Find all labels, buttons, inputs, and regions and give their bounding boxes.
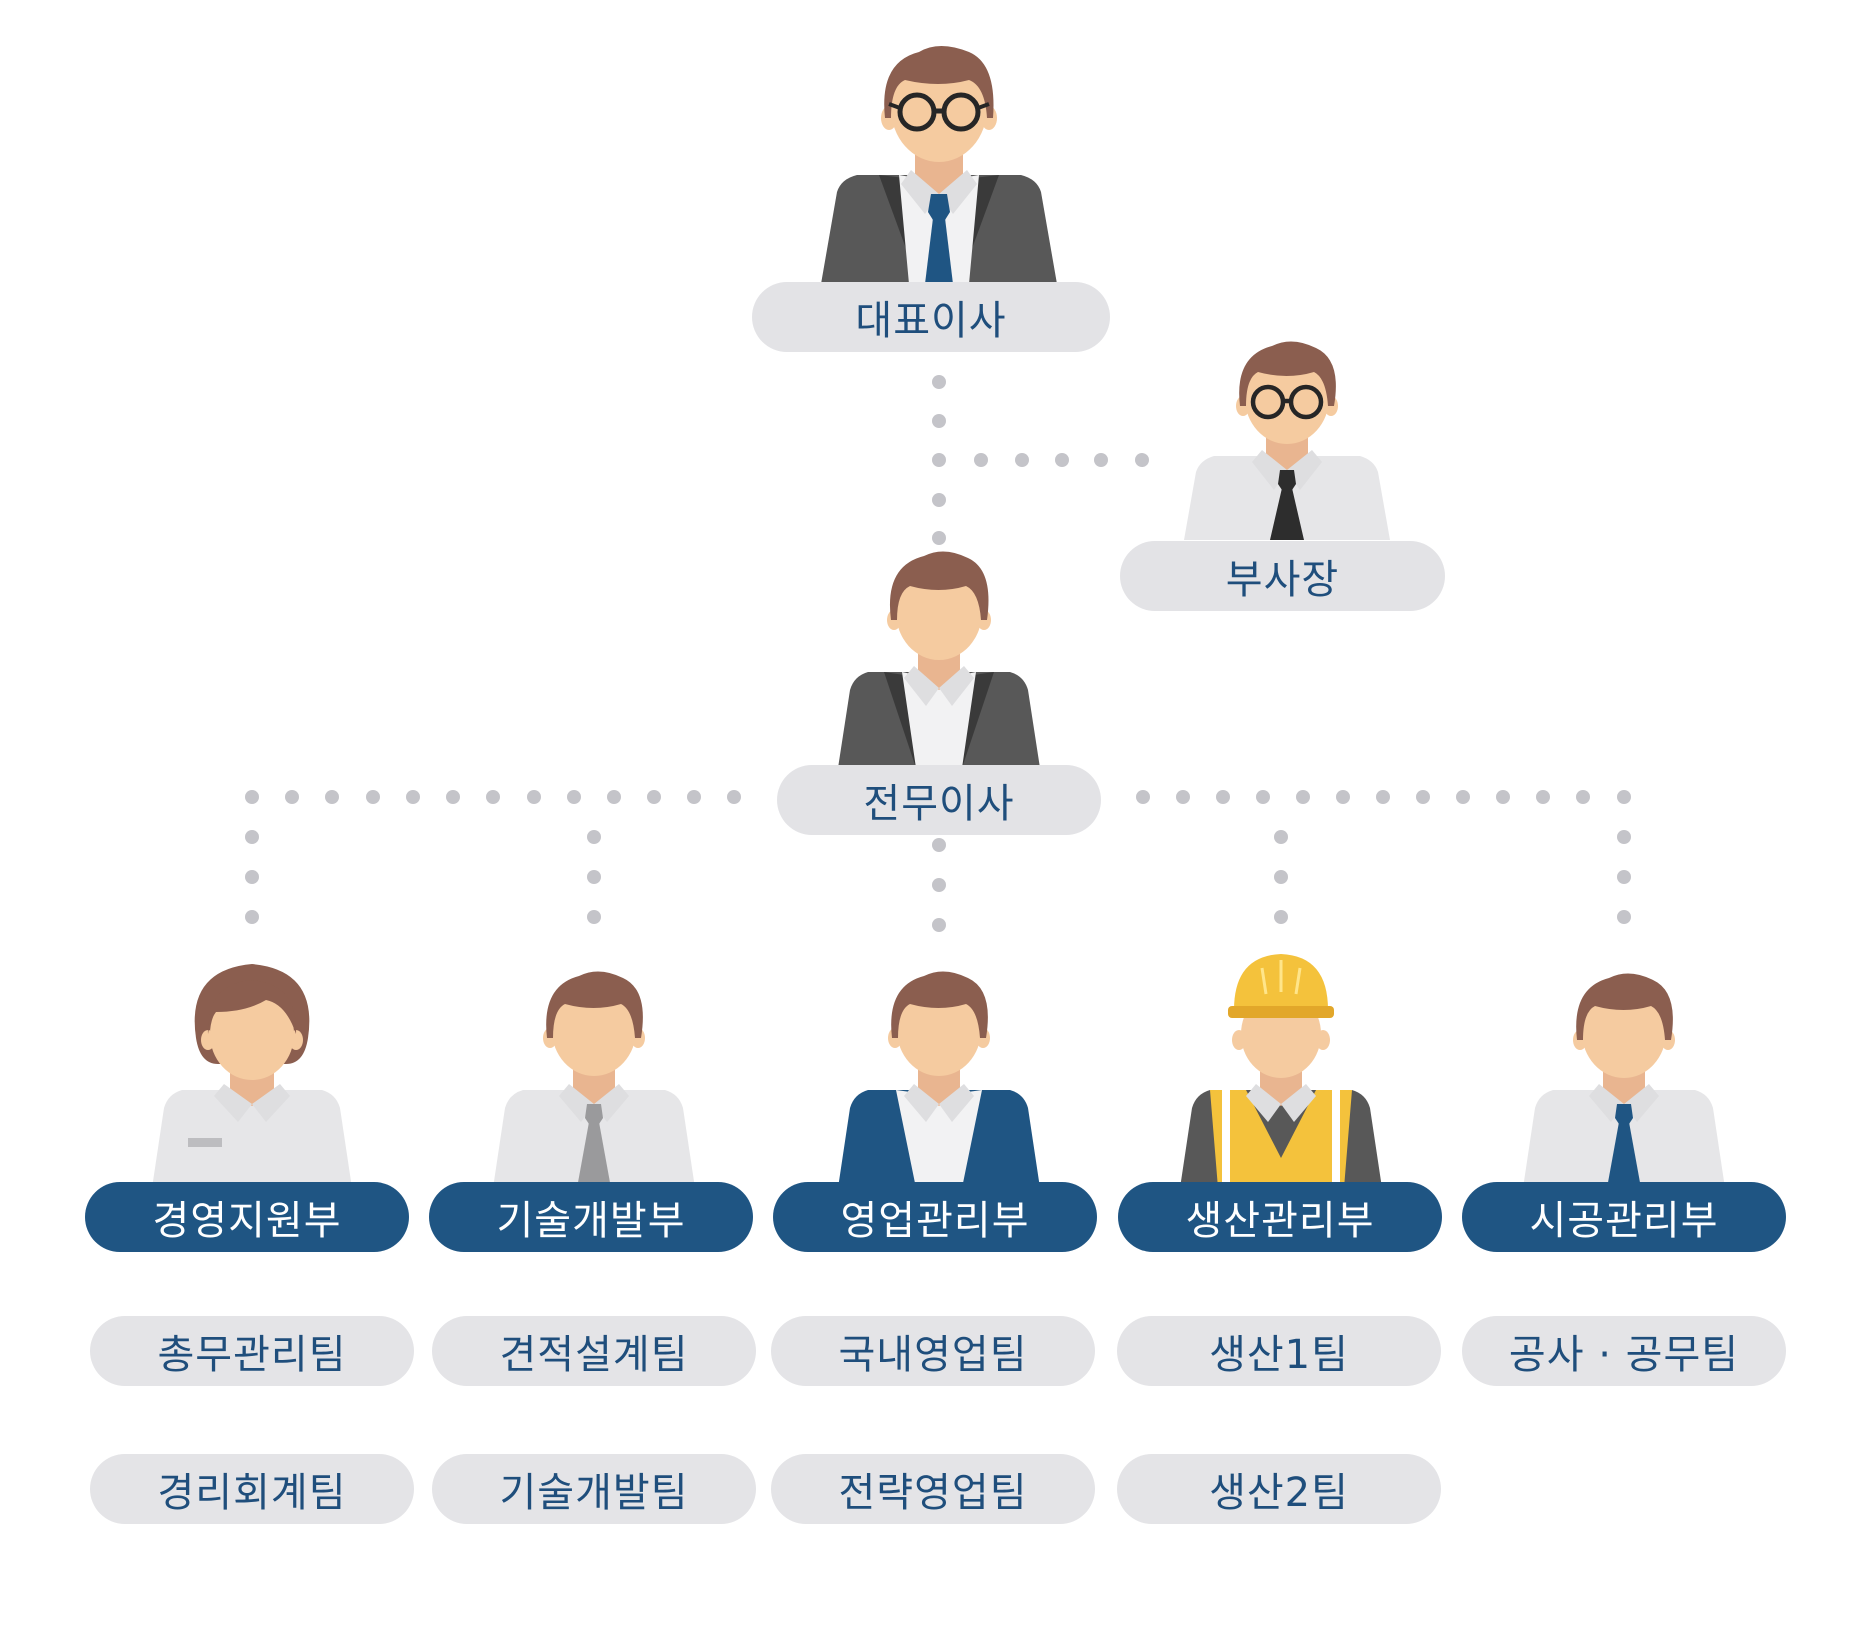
department-label: 생산관리부 (1118, 1182, 1442, 1252)
vp-label: 부사장 (1120, 541, 1445, 611)
team-label: 생산2팀 (1117, 1454, 1441, 1524)
team-label: 생산1팀 (1117, 1316, 1441, 1386)
sales-manager-icon (838, 971, 1040, 1188)
manager-glasses-icon (1184, 341, 1390, 540)
team-label: 전략영업팀 (771, 1454, 1095, 1524)
construction-worker-icon (1180, 954, 1382, 1188)
team-label: 경리회계팀 (90, 1454, 414, 1524)
team-label: 견적설계팀 (432, 1316, 756, 1386)
team-label: 국내영업팀 (771, 1316, 1095, 1386)
ceo-label: 대표이사 (752, 282, 1110, 352)
executive-icon (838, 551, 1040, 768)
team-label: 총무관리팀 (90, 1316, 414, 1386)
department-label: 기술개발부 (429, 1182, 753, 1252)
site-manager-icon (1523, 973, 1725, 1188)
executive-glasses-icon (821, 46, 1057, 284)
department-label: 영업관리부 (773, 1182, 1097, 1252)
engineer-icon (493, 971, 695, 1188)
team-label: 기술개발팀 (432, 1454, 756, 1524)
department-label: 경영지원부 (85, 1182, 409, 1252)
department-label: 시공관리부 (1462, 1182, 1786, 1252)
team-label: 공사 · 공무팀 (1462, 1316, 1786, 1386)
female-staff-icon (152, 964, 352, 1188)
md-label: 전무이사 (777, 765, 1101, 835)
